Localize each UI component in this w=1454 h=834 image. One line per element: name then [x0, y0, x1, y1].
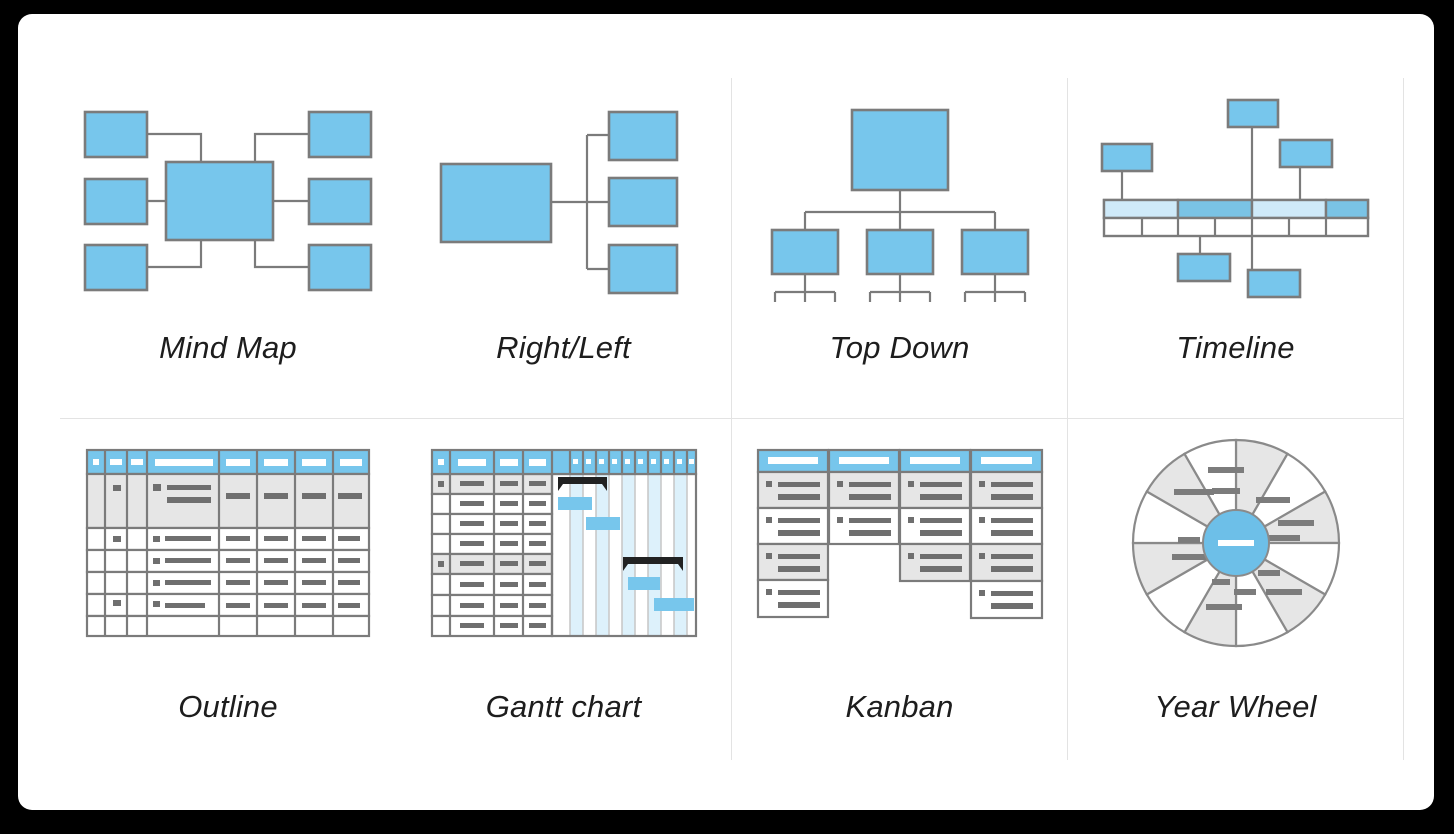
- timeline-icon: [1068, 78, 1403, 326]
- mind-map-icon: [60, 78, 396, 326]
- view-option-label: Timeline: [1176, 330, 1295, 365]
- outline-icon: [60, 419, 396, 667]
- right-left-icon: [396, 78, 731, 326]
- view-option-timeline[interactable]: Timeline: [1068, 78, 1404, 419]
- view-option-label: Top Down: [829, 330, 970, 365]
- top-down-icon: [732, 78, 1067, 326]
- view-option-kanban[interactable]: Kanban: [732, 419, 1068, 760]
- view-picker-card: Mind Map Righ: [18, 14, 1434, 810]
- view-option-label: Mind Map: [159, 330, 297, 365]
- view-option-label: Gantt chart: [485, 689, 642, 724]
- view-option-label: Kanban: [845, 689, 954, 724]
- view-option-label: Outline: [178, 689, 278, 724]
- view-option-mind-map[interactable]: Mind Map: [60, 78, 396, 419]
- view-option-year-wheel[interactable]: Year Wheel: [1068, 419, 1404, 760]
- kanban-icon: [732, 419, 1067, 667]
- view-option-right-left[interactable]: Right/Left: [396, 78, 732, 419]
- gantt-chart-icon: [396, 419, 731, 667]
- view-option-top-down[interactable]: Top Down: [732, 78, 1068, 419]
- view-type-grid: Mind Map Righ: [60, 78, 1404, 760]
- view-option-outline[interactable]: Outline: [60, 419, 396, 760]
- view-option-label: Year Wheel: [1154, 689, 1317, 724]
- year-wheel-icon: [1068, 419, 1403, 667]
- view-option-gantt-chart[interactable]: Gantt chart: [396, 419, 732, 760]
- view-option-label: Right/Left: [496, 330, 631, 365]
